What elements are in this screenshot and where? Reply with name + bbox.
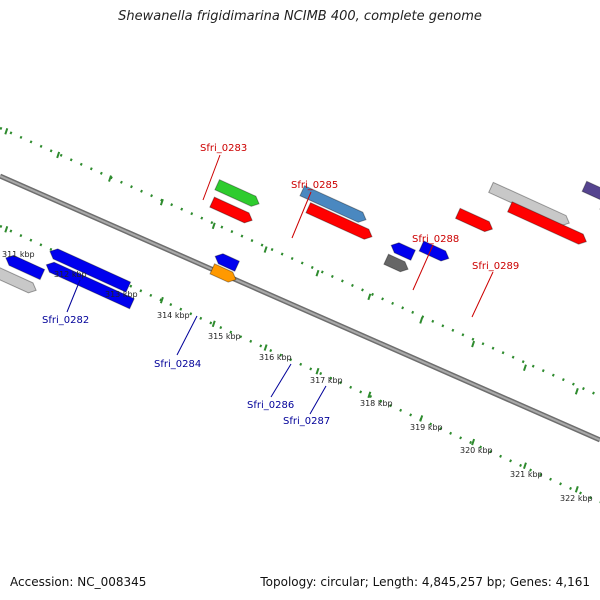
connector-sfri-0284 bbox=[176, 315, 198, 356]
scale-tick bbox=[523, 364, 527, 372]
gene-arrow-sfri-0284[interactable] bbox=[209, 263, 238, 285]
gene-arrow[interactable] bbox=[213, 251, 240, 272]
connector-sfri-0286 bbox=[270, 363, 292, 398]
gene-arrow[interactable] bbox=[48, 246, 132, 293]
gene-arrow[interactable] bbox=[418, 240, 451, 263]
gene-label-sfri-0283[interactable]: Sfri_0283 bbox=[200, 143, 247, 154]
scale-tick bbox=[263, 246, 268, 253]
scale-tick bbox=[315, 367, 320, 375]
connector-sfri-0288 bbox=[412, 244, 434, 291]
gene-label-sfri-0284[interactable]: Sfri_0284 bbox=[154, 359, 201, 370]
scale-label: 317 kbp bbox=[310, 376, 343, 385]
scale-label: 311 kbp bbox=[2, 250, 35, 259]
gene-arrow-sfri-0285[interactable] bbox=[299, 185, 368, 225]
gene-arrow-sfri-0287[interactable] bbox=[383, 253, 410, 274]
genome-summary-text: Topology: circular; Length: 4,845,257 bp… bbox=[260, 575, 590, 589]
gene-arrow-sfri-0286[interactable] bbox=[389, 240, 416, 261]
gene-label-sfri-0285[interactable]: Sfri_0285 bbox=[291, 180, 338, 191]
scale-tick bbox=[211, 222, 216, 230]
scale-label: 314 kbp bbox=[157, 311, 190, 320]
scale-tick bbox=[159, 198, 164, 206]
gene-arrow[interactable] bbox=[209, 196, 255, 225]
scale-tick bbox=[367, 391, 372, 399]
gene-arrow[interactable] bbox=[581, 180, 600, 231]
scale-tick bbox=[108, 175, 112, 182]
scale-label: 322 kbp bbox=[560, 494, 593, 503]
scale-tick bbox=[263, 344, 268, 351]
scale-label: 320 kbp bbox=[460, 446, 493, 455]
gene-arrow[interactable] bbox=[305, 202, 374, 242]
scale-tick bbox=[56, 151, 61, 159]
gene-label-sfri-0288[interactable]: Sfri_0288 bbox=[412, 234, 459, 245]
connector-sfri-0287 bbox=[309, 385, 327, 415]
gene-label-sfri-0286[interactable]: Sfri_0286 bbox=[247, 400, 294, 411]
connector-sfri-0283 bbox=[202, 154, 221, 201]
scale-label: 312 kbp bbox=[54, 270, 87, 279]
connector-sfri-0285 bbox=[291, 191, 312, 239]
scale-tick bbox=[419, 317, 424, 324]
accession-text: Accession: NC_008345 bbox=[10, 575, 147, 589]
scale-tick bbox=[211, 320, 216, 328]
scale-tick bbox=[419, 415, 424, 422]
scale-tick bbox=[367, 293, 372, 301]
gene-arrow[interactable] bbox=[44, 260, 135, 310]
connector-sfri-0289 bbox=[471, 271, 494, 318]
scale-label: 315 kbp bbox=[208, 332, 241, 341]
gene-label-sfri-0282[interactable]: Sfri_0282 bbox=[42, 315, 89, 326]
scale-label: 316 kbp bbox=[259, 353, 292, 362]
scale-tick bbox=[4, 226, 9, 233]
scale-label: 318 kbp bbox=[360, 399, 393, 408]
gene-arrow-sfri-0289[interactable] bbox=[488, 181, 572, 228]
gene-label-sfri-0287[interactable]: Sfri_0287 bbox=[283, 416, 330, 427]
scale-tick bbox=[471, 340, 476, 348]
connector-sfri-0282 bbox=[66, 279, 81, 313]
scale-tick bbox=[4, 128, 9, 135]
scale-label: 313 kbp bbox=[105, 290, 138, 299]
gene-label-sfri-0289[interactable]: Sfri_0289 bbox=[472, 261, 519, 272]
gene-arrow-sfri-0283[interactable] bbox=[214, 179, 261, 209]
gene-arrow[interactable] bbox=[506, 201, 589, 247]
scale-tick bbox=[574, 486, 579, 493]
gene-arrow[interactable] bbox=[0, 266, 38, 295]
scale-label: 319 kbp bbox=[410, 423, 443, 432]
scale-tick bbox=[471, 438, 476, 446]
page-title: Shewanella frigidimarina NCIMB 400, comp… bbox=[118, 9, 482, 24]
scale-tick bbox=[315, 269, 320, 277]
scale-tick bbox=[574, 388, 579, 395]
gene-arrow-sfri-0288[interactable] bbox=[454, 207, 495, 234]
scale-label: 321 kbp bbox=[510, 470, 543, 479]
gene-arrow[interactable] bbox=[4, 253, 46, 281]
scale-tick bbox=[159, 296, 164, 304]
scale-tick bbox=[523, 462, 527, 470]
